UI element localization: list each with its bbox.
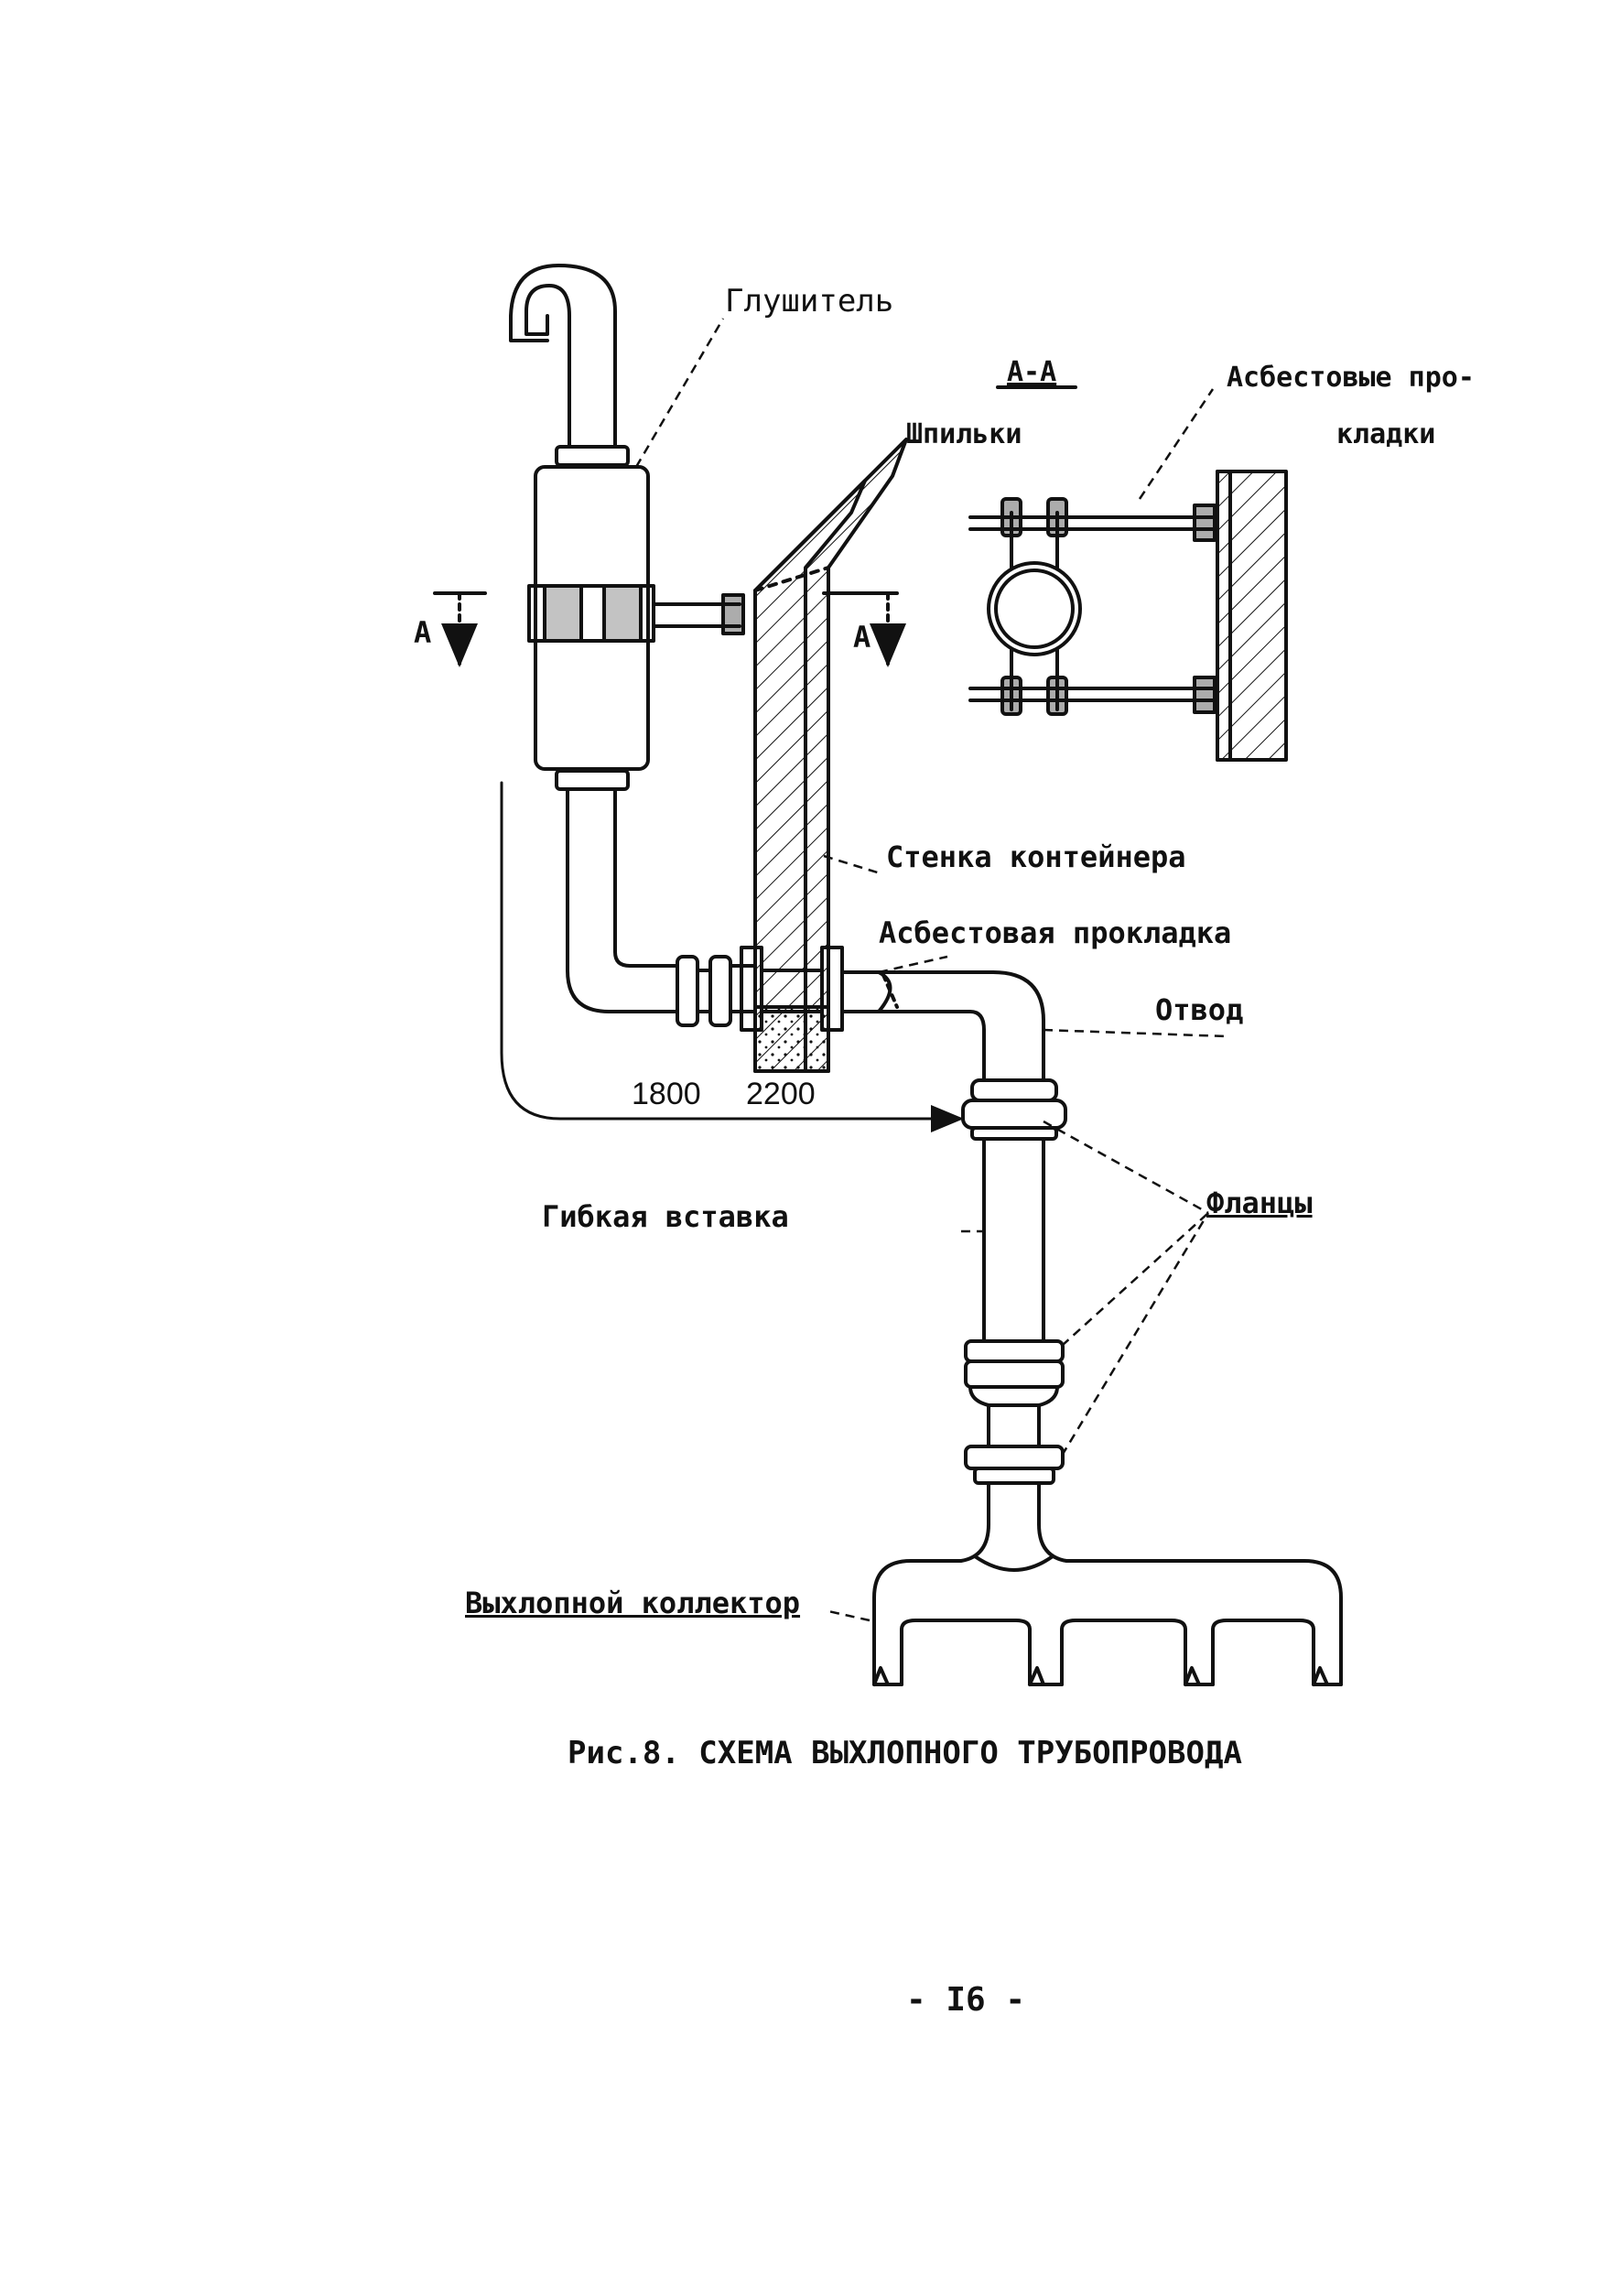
wall-flange [740, 946, 844, 1032]
label-cut-mark-right: А [853, 620, 871, 655]
label-asbestos-pads-cont: кладки [1336, 418, 1436, 450]
leader-lines [634, 318, 1227, 1622]
flange-lower [964, 1445, 1065, 1526]
section-a-a-detail [968, 470, 1288, 762]
label-dim-2200: 2200 [746, 1077, 816, 1111]
exhaust-hook [509, 264, 617, 449]
label-exhaust-manifold: Выхлопной коллектор [465, 1586, 801, 1620]
label-flexible-insert: Гибкая вставка [542, 1199, 789, 1234]
label-section-a-a: А-А [1007, 356, 1057, 388]
flange-middle [964, 1339, 1065, 1448]
pipe-flange-1800 [676, 955, 757, 1027]
label-flanges: Фланцы [1206, 1186, 1313, 1220]
section-cut-marks [433, 385, 1077, 667]
container-wall [753, 438, 908, 1073]
label-cut-mark-left: А [414, 615, 432, 650]
dimension-arrow [500, 781, 964, 1132]
label-asbestos-pads: Асбестовые про- [1227, 362, 1475, 394]
muffler-outlet-pipe [566, 787, 679, 1013]
flange-upper [961, 1078, 1067, 1141]
label-container-wall: Стенка контейнера [886, 839, 1186, 874]
wall-studs [652, 593, 745, 635]
label-muffler: Глушитель [725, 283, 894, 319]
flexible-insert [982, 1137, 1045, 1343]
page-number: - I6 - [906, 1981, 1026, 2019]
label-elbow: Отвод [1155, 992, 1244, 1027]
muffler-body [527, 445, 655, 791]
exhaust-manifold [872, 1522, 1343, 1686]
label-studs: Шпильки [906, 418, 1022, 450]
elbow-pipe [840, 970, 1045, 1082]
label-asbestos-gasket: Асбестовая прокладка [879, 915, 1232, 950]
label-dim-1800: 1800 [632, 1077, 701, 1111]
figure-caption: Рис.8. СХЕМА ВЫХЛОПНОГО ТРУБОПРОВОДА [568, 1735, 1242, 1771]
